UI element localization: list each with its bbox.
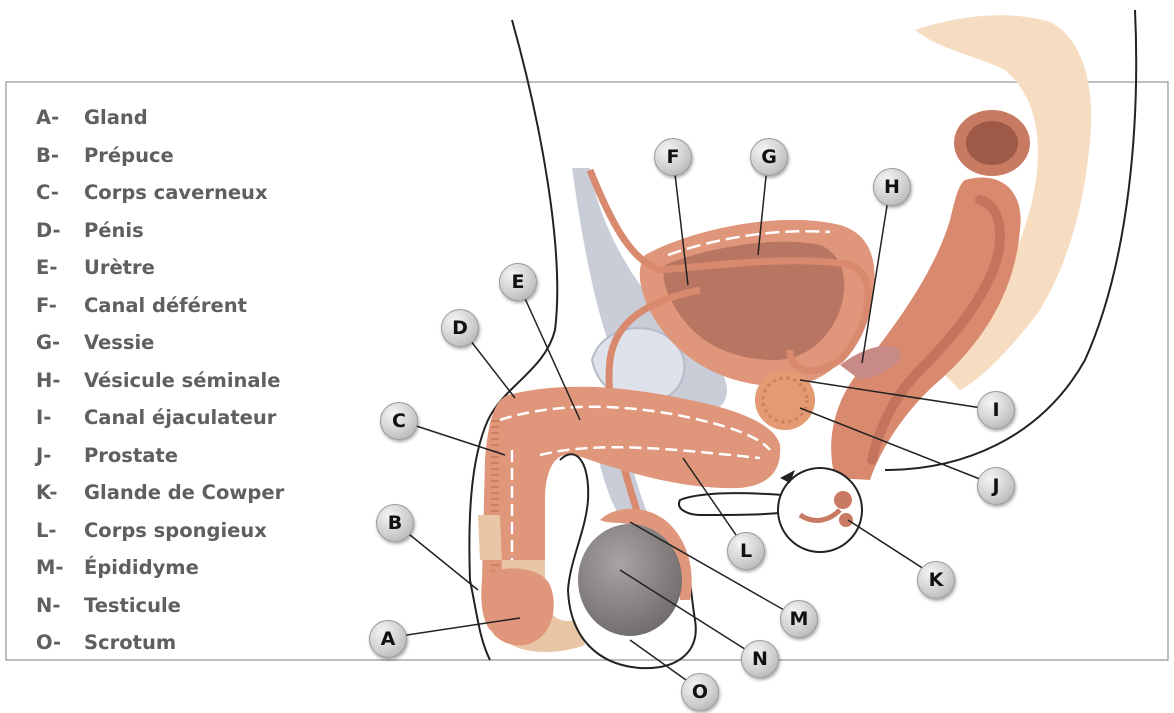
- legend-row-f: F-Canal déférent: [36, 287, 284, 325]
- legend-row-c: C-Corps caverneux: [36, 174, 284, 212]
- callout-marker-e: E: [499, 263, 537, 301]
- legend-row-j: J-Prostate: [36, 437, 284, 475]
- prostate-shape: [755, 370, 815, 430]
- cowper-gland-shape-2: [839, 513, 853, 527]
- legend-row-a: A-Gland: [36, 99, 284, 137]
- callout-marker-l: L: [727, 532, 765, 570]
- legend-row-l: L-Corps spongieux: [36, 512, 284, 550]
- legend-row-n: N-Testicule: [36, 587, 284, 625]
- legend-row-i: I-Canal éjaculateur: [36, 399, 284, 437]
- callout-marker-o: O: [681, 673, 719, 711]
- legend-row-o: O-Scrotum: [36, 624, 284, 662]
- callout-marker-b: B: [376, 504, 414, 542]
- callout-marker-j: J: [977, 467, 1015, 505]
- callout-marker-m: M: [780, 600, 818, 638]
- legend-row-h: H-Vésicule séminale: [36, 362, 284, 400]
- legend-row-d: D-Pénis: [36, 212, 284, 250]
- legend-row-b: B-Prépuce: [36, 137, 284, 175]
- callout-marker-g: G: [750, 138, 788, 176]
- callout-marker-d: D: [441, 309, 479, 347]
- callout-marker-c: C: [380, 402, 418, 440]
- legend: A-Gland B-Prépuce C-Corps caverneux D-Pé…: [36, 99, 284, 662]
- callout-marker-i: I: [977, 391, 1015, 429]
- legend-row-e: E-Urètre: [36, 249, 284, 287]
- legend-row-g: G-Vessie: [36, 324, 284, 362]
- cowper-gland-shape: [834, 491, 852, 509]
- perineum-outline: [679, 493, 783, 515]
- legend-row-k: K-Glande de Cowper: [36, 474, 284, 512]
- legend-row-m: M-Épididyme: [36, 549, 284, 587]
- callout-marker-k: K: [917, 561, 955, 599]
- callout-marker-f: F: [654, 138, 692, 176]
- callout-marker-h: H: [873, 168, 911, 206]
- colon-section-inner: [966, 121, 1018, 165]
- testicle-shape: [578, 524, 682, 636]
- glans-shape: [485, 568, 554, 645]
- callout-marker-a: A: [369, 620, 407, 658]
- callout-marker-n: N: [741, 640, 779, 678]
